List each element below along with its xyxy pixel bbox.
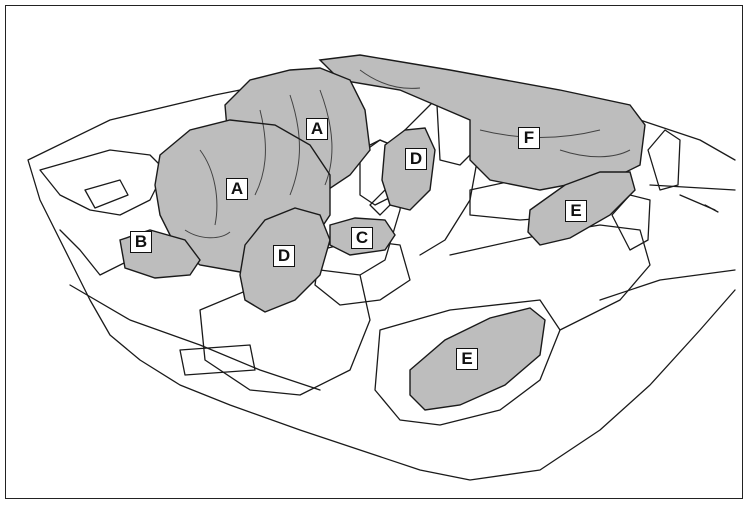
callout-e-rear-right: E xyxy=(565,200,587,222)
callout-c-center: C xyxy=(351,227,373,249)
rear-quarter xyxy=(639,119,736,191)
side-sill xyxy=(599,269,736,301)
floor-line xyxy=(69,284,321,391)
callout-d-front-left: D xyxy=(273,245,295,267)
seat-switch-panel xyxy=(179,344,256,376)
callout-d-front-right: D xyxy=(405,148,427,170)
door-panel-front xyxy=(59,229,131,276)
callout-a-curtain: A xyxy=(306,118,328,140)
callout-b-knee: B xyxy=(130,231,152,253)
rear-seat-cushion xyxy=(374,299,561,426)
rear-right-headrest xyxy=(647,129,681,191)
airbag-a-fold-lines xyxy=(254,89,333,196)
callout-f-curtain: F xyxy=(518,127,540,149)
callout-e-rear-left: E xyxy=(456,348,478,370)
curtain-f-seams xyxy=(359,69,631,158)
car-body-outline xyxy=(27,87,736,481)
dashboard xyxy=(39,149,166,216)
curtain-airbag-f xyxy=(318,54,646,191)
driver-airbag-fold-lines xyxy=(184,149,231,239)
dash-vent xyxy=(84,179,129,209)
seatbelt-buckle xyxy=(679,194,719,213)
callout-a-driver: A xyxy=(226,178,248,200)
